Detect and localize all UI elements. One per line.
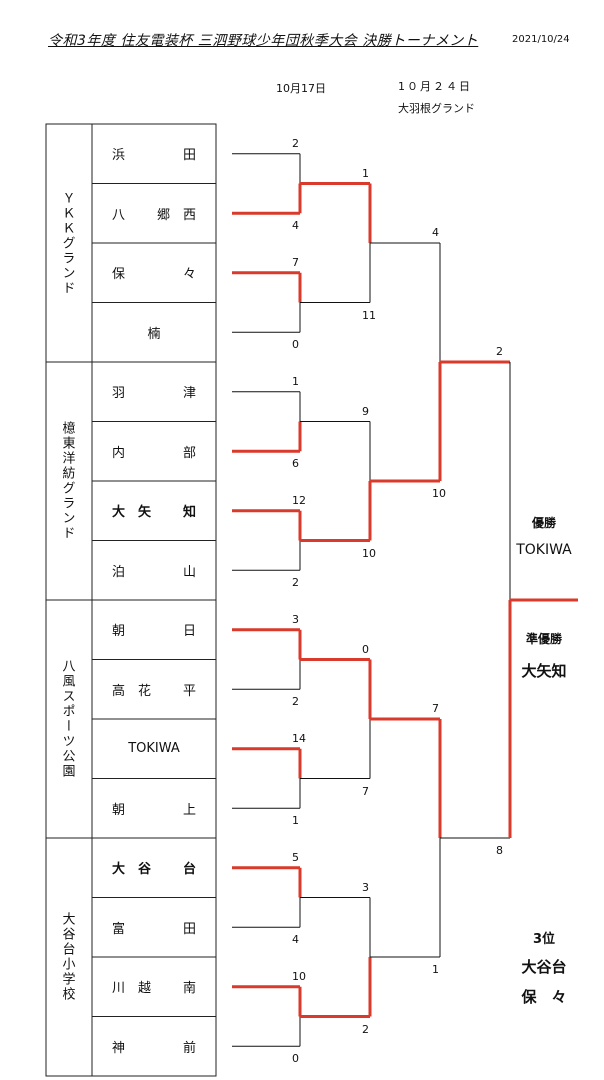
score-label: 4: [432, 226, 439, 239]
score-label: 0: [292, 1052, 299, 1066]
team-name-part: 神: [112, 1040, 126, 1056]
third-team-2: 保 々: [521, 988, 567, 1006]
score-label: 0: [362, 642, 369, 656]
score-label: 7: [292, 255, 299, 269]
score-label: 8: [496, 844, 503, 857]
team-row: 保々: [92, 243, 216, 302]
score-label: 4: [292, 219, 299, 233]
third-label: 3位: [532, 932, 556, 947]
team-row: 泊山: [92, 541, 216, 600]
champion-team: TOKIWA: [516, 542, 572, 558]
team-name-part: 楠: [147, 326, 161, 342]
score-label: 2: [362, 1022, 369, 1036]
team-row: 高 花平: [92, 660, 216, 719]
team-name-part: 八: [112, 207, 126, 223]
team-name-part: 々: [182, 267, 196, 282]
score-label: 7: [432, 702, 439, 715]
team-name-part: 泊: [112, 564, 126, 580]
score-label: 6: [292, 457, 299, 471]
round2-venue: 大羽根グランド: [398, 102, 475, 115]
venue-label: ＹＫＫグランド: [59, 190, 75, 296]
team-row: 浜田: [92, 124, 216, 183]
venue-label: 檍東洋紡グランド: [59, 421, 75, 541]
team-row: 楠: [92, 303, 216, 362]
team-name-part: 川 越: [112, 981, 152, 996]
team-name-part: 田: [182, 921, 196, 937]
runnerup-label: 準優勝: [525, 632, 562, 646]
score-label: 10: [432, 487, 446, 500]
team-name-part: 高 花: [112, 683, 152, 699]
score-label: 9: [362, 404, 369, 418]
team-row: 内部: [92, 422, 216, 481]
round1-date: 10月17日: [276, 82, 326, 95]
score-label: 4: [292, 933, 299, 947]
team-name-part: 内: [112, 445, 126, 461]
score-label: 2: [292, 695, 299, 709]
score-label: 12: [292, 493, 306, 507]
score-label: 1: [292, 814, 299, 828]
score-label: 2: [496, 345, 503, 358]
score-label: 1: [362, 166, 369, 180]
team-name-part: 部: [182, 445, 196, 461]
score-label: 3: [292, 612, 299, 626]
team-name-part: 山: [182, 564, 196, 580]
team-row: TOKIWA: [92, 719, 216, 778]
team-row: 神前: [92, 1017, 216, 1076]
team-name-part: 田: [182, 148, 196, 163]
team-name-part: 保: [112, 267, 126, 282]
third-team-1: 大谷台: [521, 958, 567, 976]
team-row: 富田: [92, 898, 216, 957]
score-label: 10: [292, 969, 306, 983]
runnerup-team: 大矢知: [521, 662, 567, 680]
team-name-part: 朝: [112, 802, 126, 818]
team-name-part: 浜: [112, 148, 126, 163]
team-row: 朝上: [92, 779, 216, 838]
score-label: 1: [432, 963, 439, 976]
team-row: 八郷 西: [92, 184, 216, 243]
score-label: 0: [292, 338, 299, 352]
score-label: 2: [292, 136, 299, 150]
score-label: 11: [362, 308, 376, 322]
team-name-part: 朝: [112, 624, 126, 639]
team-name-part: 台: [182, 862, 196, 877]
team-name-part: 南: [182, 981, 196, 996]
team-name-part: 大 谷: [112, 862, 152, 877]
team-name-part: 富: [112, 921, 126, 937]
page-title: 令和3年度 住友電装杯 三泗野球少年団秋季大会 決勝トーナメント: [48, 33, 479, 49]
score-label: 10: [362, 546, 376, 560]
team-name-part: 前: [182, 1040, 196, 1056]
score-label: 2: [292, 576, 299, 590]
score-label: 14: [292, 731, 306, 745]
team-name-part: 郷 西: [156, 207, 196, 223]
team-name-part: TOKIWA: [128, 741, 180, 756]
team-name-part: 大 矢: [112, 505, 152, 520]
venue-label: 八風スポーツ公園: [59, 659, 75, 779]
score-label: 5: [292, 850, 299, 864]
score-label: 1: [292, 374, 299, 388]
venue-label: 大谷台小学校: [59, 912, 75, 1002]
champion-label: 優勝: [531, 516, 556, 530]
team-row: 大 矢知: [92, 481, 216, 540]
round2-date: 1０月２４日: [398, 80, 472, 93]
team-row: 大 谷台: [92, 838, 216, 897]
team-row: 川 越南: [92, 957, 216, 1016]
team-name-part: 知: [182, 505, 196, 520]
team-row: 朝日: [92, 600, 216, 659]
team-name-part: 上: [182, 802, 196, 818]
team-row: 羽津: [92, 362, 216, 421]
score-label: 3: [362, 880, 369, 894]
team-name-part: 羽: [112, 386, 126, 401]
score-label: 7: [362, 784, 369, 798]
team-name-part: 平: [182, 683, 196, 699]
document-date: 2021/10/24: [512, 34, 570, 45]
team-name-part: 日: [182, 624, 196, 639]
team-name-part: 津: [182, 386, 196, 401]
